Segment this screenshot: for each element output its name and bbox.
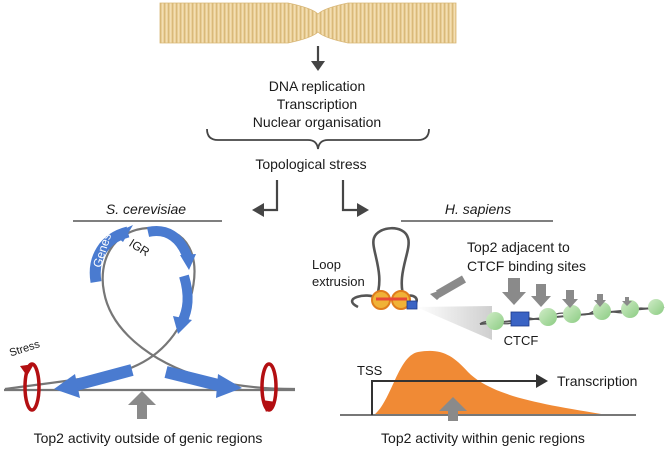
zoom-cone (416, 306, 492, 340)
top2-arrow-icon (439, 397, 467, 421)
ctcf-label: CTCF (503, 333, 539, 348)
left-caption: Top2 activity outside of genic regions (33, 430, 263, 446)
top2-ctcf-note: Top2 adjacent to CTCF binding sites (467, 239, 587, 274)
process-dna-replication: DNA replication (268, 78, 366, 94)
transcription-arrow-icon (371, 374, 548, 415)
elbow-arrow-icon (252, 180, 369, 217)
s-cerevisiae-title: S. cerevisiae (105, 201, 187, 217)
process-transcription: Transcription (276, 96, 358, 112)
supercoil-icon (4, 225, 296, 398)
transcription-label: Transcription (557, 373, 638, 389)
nucleosome-icon (479, 299, 665, 330)
top2-arrow-icon (502, 278, 632, 308)
loop-extrusion-icon (350, 226, 466, 310)
loop-extrusion-label: Loop extrusion (312, 257, 365, 289)
stress-ring-icon (20, 362, 278, 412)
right-caption: Top2 activity within genic regions (381, 430, 585, 446)
brace-icon (206, 128, 430, 150)
h-sapiens-title: H. sapiens (444, 201, 512, 217)
down-arrow-icon (311, 46, 325, 71)
topological-stress-label: Topological stress (255, 156, 367, 172)
chromosome-icon (159, 2, 457, 44)
tss-label: TSS (357, 363, 383, 378)
top2-arrow-icon (128, 391, 156, 419)
transcription-profile (340, 350, 636, 421)
process-nuclear-organisation: Nuclear organisation (252, 114, 382, 130)
